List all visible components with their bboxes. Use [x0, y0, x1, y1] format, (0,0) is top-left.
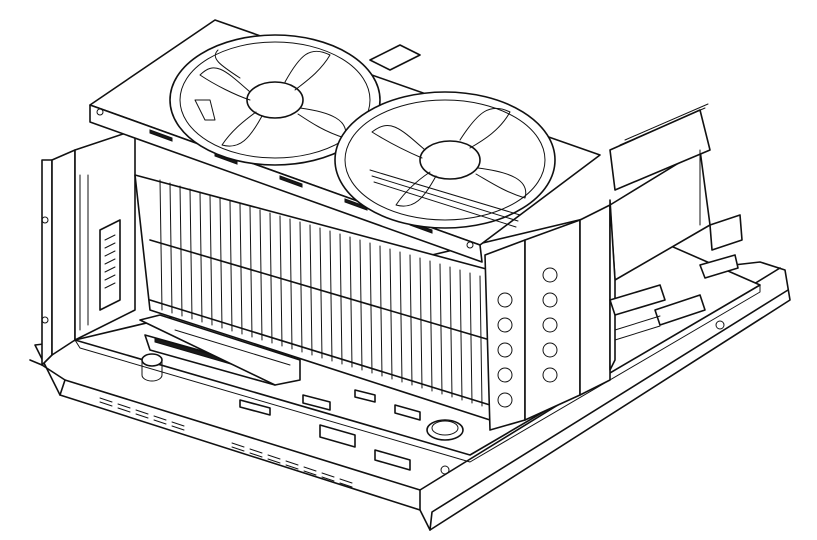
right-fan-blades — [371, 107, 527, 207]
right-fan — [334, 91, 556, 229]
bracket-slot-teeth — [104, 234, 116, 289]
side-bracket — [29, 129, 136, 381]
heat-pipe-ends — [497, 292, 513, 408]
heatsink-fins — [159, 179, 483, 407]
heatsink-fin-stack — [134, 174, 491, 421]
heatsink-under-fan — [369, 169, 521, 228]
left-fan — [169, 34, 381, 166]
tray-vent-slots — [99, 397, 353, 488]
pcie-slot — [139, 314, 301, 386]
capacitor — [141, 353, 163, 382]
coin-cell-battery — [426, 419, 464, 441]
bracket-screws — [96, 108, 474, 249]
heat-pipe-column-2 — [542, 267, 558, 383]
io-connectors — [239, 214, 743, 471]
heat-pipes — [484, 204, 611, 431]
